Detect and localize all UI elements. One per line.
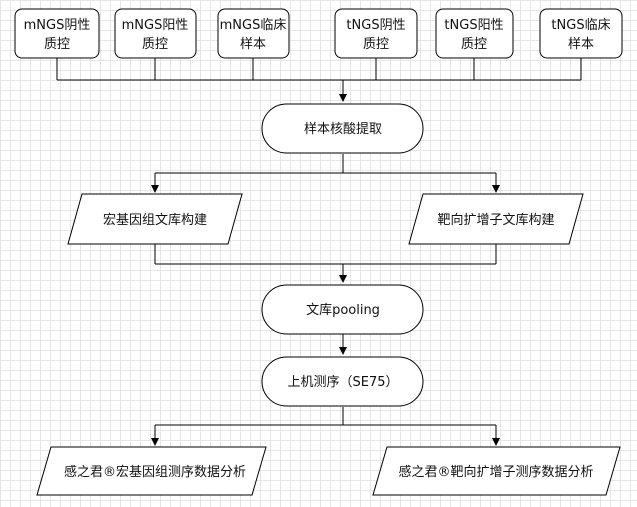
pooling-node: 文库pooling xyxy=(261,284,424,335)
top-box-3-line2: 样本 xyxy=(240,37,266,52)
analysis-right-node: 感之君®靶向扩增子测序数据分析 xyxy=(372,446,621,496)
analysis-left-label: 感之君®宏基因组测序数据分析 xyxy=(64,464,246,480)
library-right-node: 靶向扩增子文库构建 xyxy=(408,193,584,245)
top-box-5-line2: 质控 xyxy=(461,37,487,52)
top-box-4: tNGS阴性 质控 xyxy=(334,8,418,59)
extraction-label: 样本核酸提取 xyxy=(304,121,382,137)
pooling-label: 文库pooling xyxy=(306,302,380,318)
top-box-2-line1: mNGS阳性 xyxy=(122,18,189,33)
top-box-2: mNGS阳性 质控 xyxy=(114,8,197,59)
top-box-3-line1: mNGS临床 xyxy=(220,18,287,33)
top-box-6-line1: tNGS临床 xyxy=(551,18,610,33)
top-box-4-line1: tNGS阴性 xyxy=(346,18,405,33)
top-box-4-line2: 质控 xyxy=(363,37,389,52)
analysis-left-node: 感之君®宏基因组测序数据分析 xyxy=(36,446,267,496)
top-box-6: tNGS临床 样本 xyxy=(539,8,623,59)
analysis-right-label: 感之君®靶向扩增子测序数据分析 xyxy=(398,464,593,480)
top-box-6-line2: 样本 xyxy=(568,37,594,52)
top-box-5: tNGS阳性 质控 xyxy=(435,8,514,59)
library-left-node: 宏基因组文库构建 xyxy=(67,193,243,245)
extraction-node: 样本核酸提取 xyxy=(261,103,424,154)
top-box-1: mNGS阴性 质控 xyxy=(14,8,100,59)
top-box-5-line1: tNGS阳性 xyxy=(444,18,503,33)
top-box-3: mNGS临床 样本 xyxy=(217,8,290,59)
top-box-2-line2: 质控 xyxy=(142,37,168,52)
sequencing-label: 上机测序（SE75） xyxy=(287,375,398,390)
sequencing-node: 上机测序（SE75） xyxy=(261,356,424,407)
connector-lines xyxy=(56,58,582,446)
library-right-label: 靶向扩增子文库构建 xyxy=(437,212,554,228)
top-box-1-line2: 质控 xyxy=(44,37,70,52)
top-box-1-line1: mNGS阴性 xyxy=(24,18,91,33)
library-left-label: 宏基因组文库构建 xyxy=(103,212,207,228)
